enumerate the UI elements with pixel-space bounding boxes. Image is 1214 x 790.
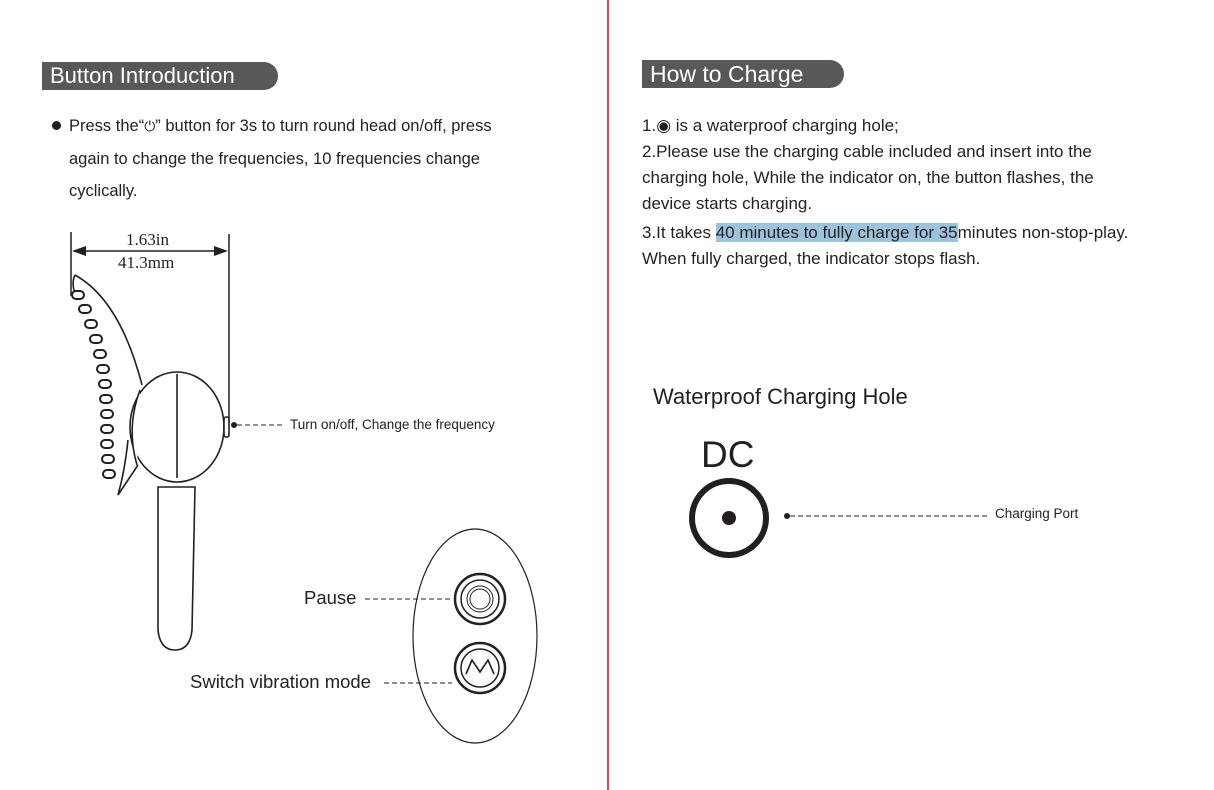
charge-instructions: 1.◉ is a waterproof charging hole; 2.Ple…	[642, 113, 1128, 272]
power-icon: ⏻	[144, 118, 156, 134]
charging-port-icon	[689, 478, 769, 558]
dimension-arrow-left	[72, 246, 86, 256]
button-introduction-heading: Button Introduction	[42, 62, 278, 90]
bullet-text-line2: again to change the frequencies, 10 freq…	[69, 149, 480, 168]
step3-line2: When fully charged, the indicator stops …	[642, 249, 981, 268]
massage-nodes	[71, 290, 116, 479]
device-body	[129, 371, 230, 651]
step2-line2: charging hole, While the indicator on, t…	[642, 168, 1094, 187]
step3-text-pre: 3.It takes	[642, 223, 716, 242]
how-to-charge-heading: How to Charge	[642, 60, 844, 88]
pause-callout-label: Pause	[304, 587, 357, 608]
charging-hole-icon: ◉	[656, 116, 672, 135]
dimension-inches: 1.63in	[126, 230, 169, 249]
button-intro-text: Press the“⏻” button for 3s to turn round…	[52, 110, 492, 208]
page-divider	[607, 0, 609, 790]
mode-callout-label: Switch vibration mode	[190, 671, 371, 692]
power-button-dot	[231, 422, 237, 428]
dc-label: DC	[701, 434, 755, 475]
control-panel-outline	[412, 528, 538, 744]
step1-number: 1.	[642, 116, 657, 135]
bullet-text-pre: Press the“	[69, 117, 145, 135]
charging-port-center	[722, 511, 736, 525]
step2-line3: device starts charging.	[642, 194, 813, 213]
dimension-mm: 41.3mm	[118, 253, 175, 272]
port-title: Waterproof Charging Hole	[653, 384, 908, 409]
step1-text: is a waterproof charging hole;	[671, 116, 899, 135]
power-callout-label: Turn on/off, Change the frequency	[290, 417, 495, 432]
mode-button-icon	[453, 641, 507, 695]
step2-line1: 2.Please use the charging cable included…	[642, 142, 1092, 161]
step3-text-post: minutes non-stop-play.	[957, 223, 1129, 242]
port-callout-dot	[784, 513, 790, 519]
bullet-icon	[52, 121, 61, 130]
step3-highlighted-text: 40 minutes to fully charge for 35	[715, 223, 958, 242]
bullet-text-line3: cyclically.	[69, 182, 138, 200]
dimension-lines	[70, 232, 230, 423]
pause-button-icon	[453, 572, 507, 626]
port-callout-label: Charging Port	[995, 506, 1079, 521]
bullet-text-post: ” button for 3s to turn round head on/of…	[155, 117, 492, 135]
dimension-arrow-right	[214, 246, 228, 256]
